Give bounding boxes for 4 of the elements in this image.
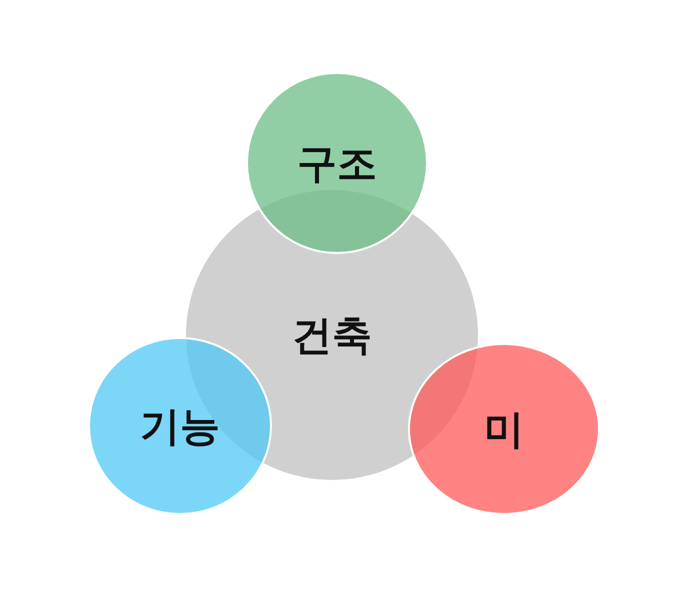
circle-label: 기능 bbox=[140, 402, 220, 452]
circle-label: 건축 bbox=[292, 312, 372, 360]
circle-label: 미 bbox=[484, 406, 524, 454]
circle-label: 구조 bbox=[297, 140, 377, 188]
